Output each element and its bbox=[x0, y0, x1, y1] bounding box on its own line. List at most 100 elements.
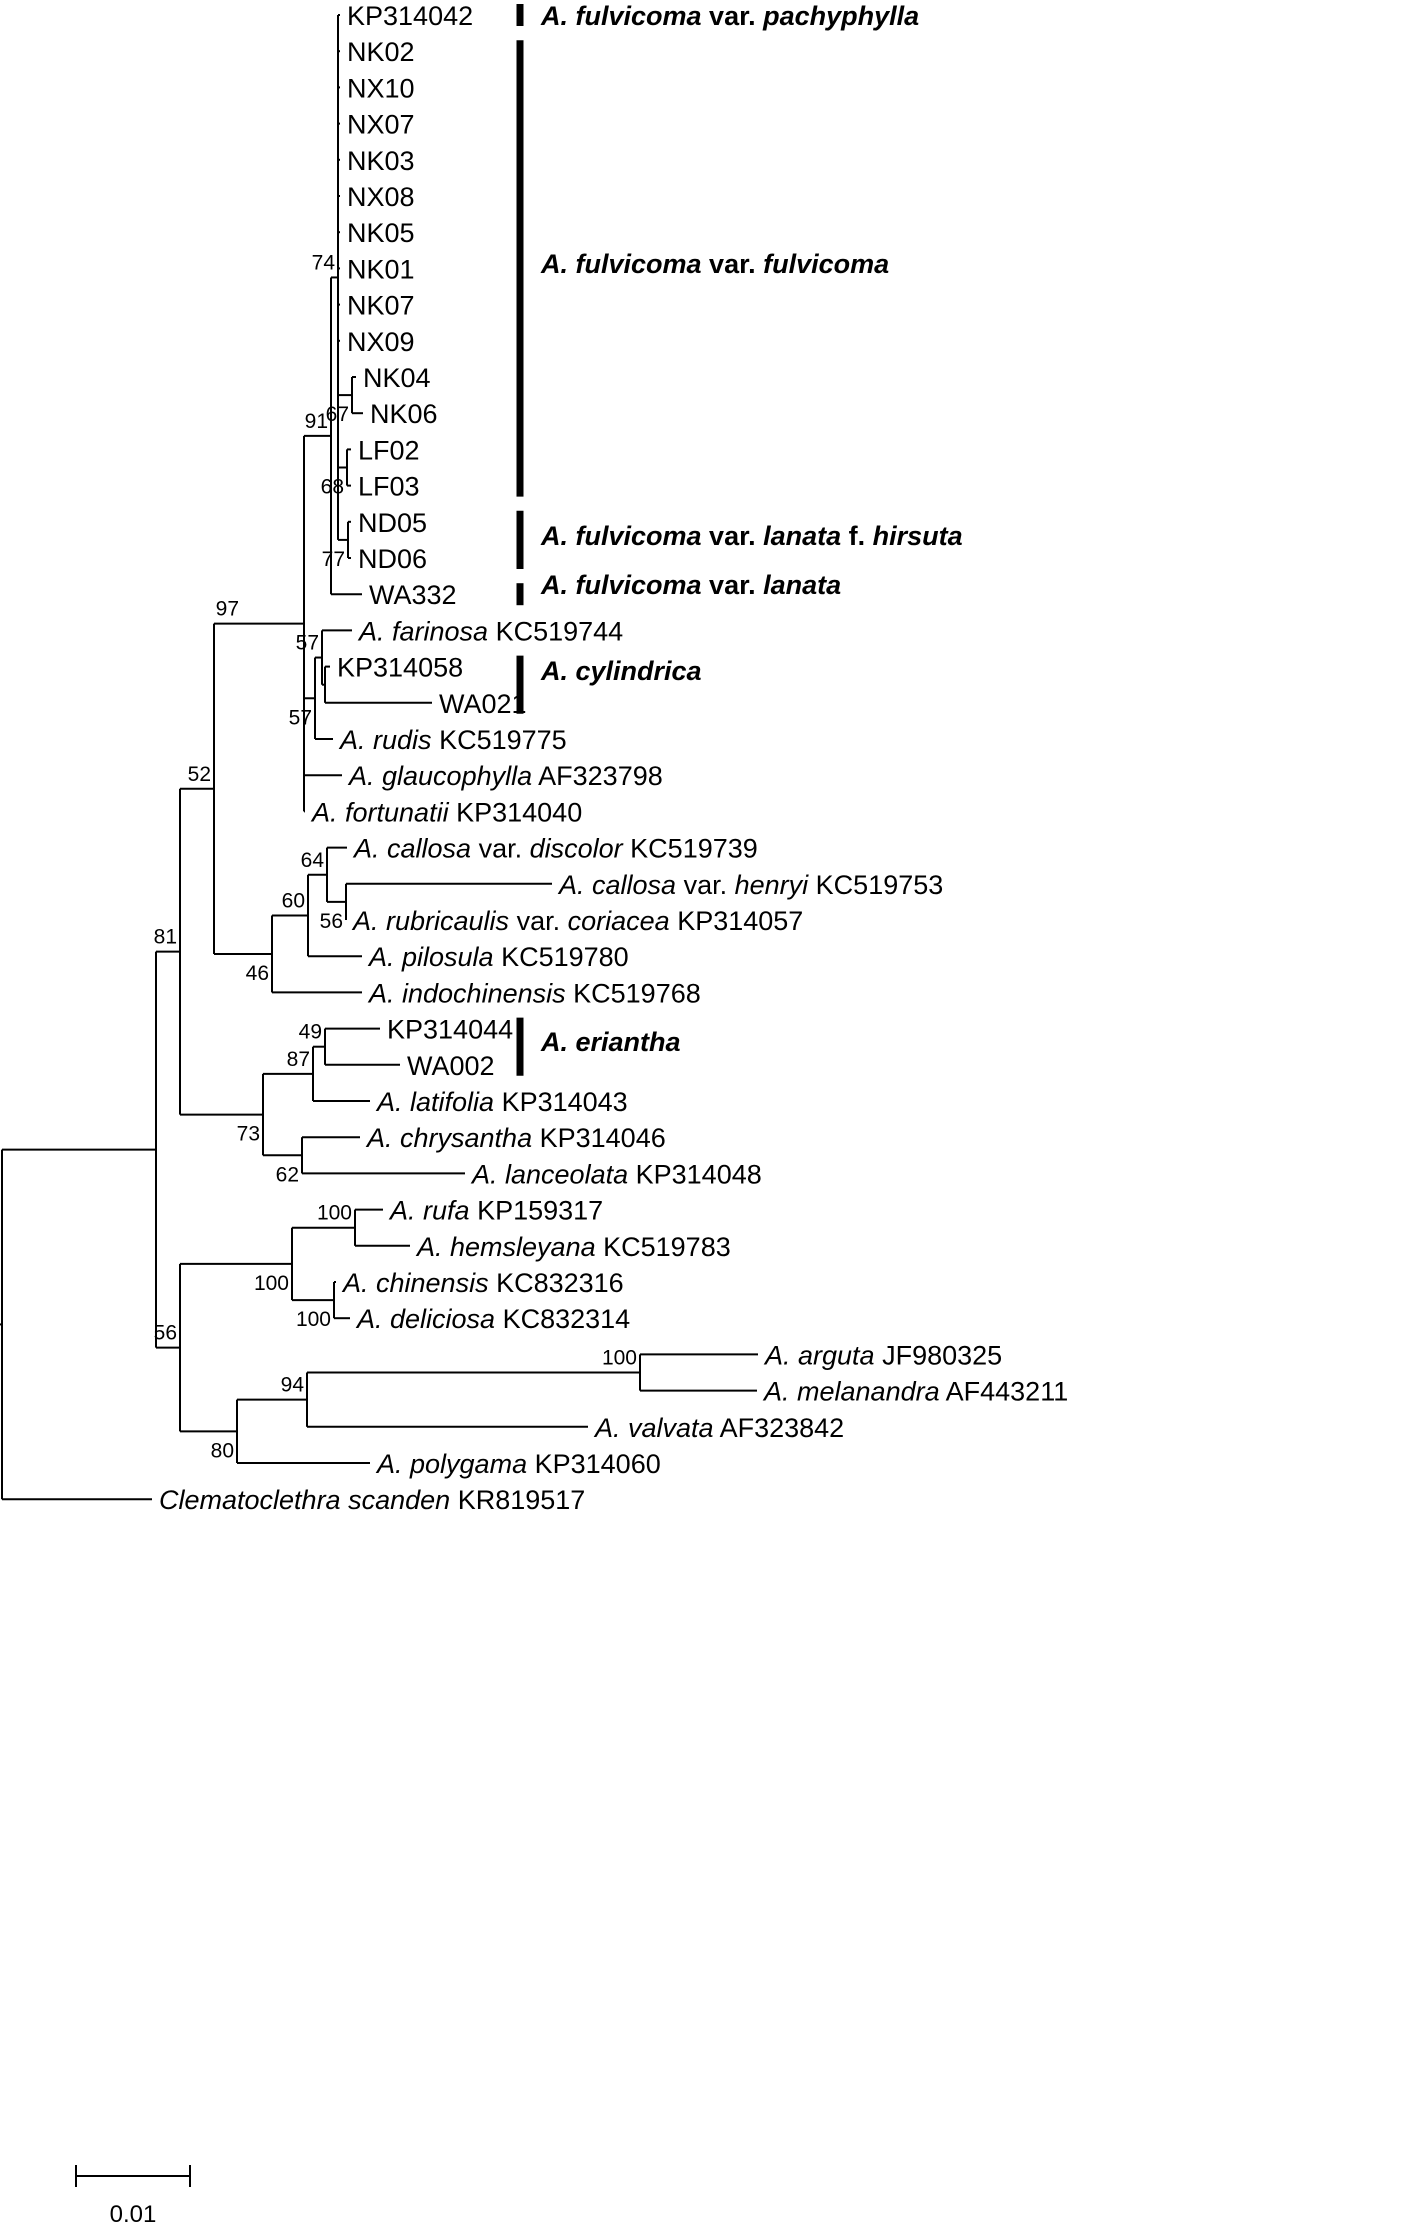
tip-accession: KP314060 bbox=[535, 1449, 661, 1479]
tip-accession: NX09 bbox=[347, 327, 415, 357]
tip-label: A. deliciosa KC832314 bbox=[355, 1304, 630, 1334]
tip-species: A. valvata bbox=[593, 1413, 714, 1443]
tip-accession: AF443211 bbox=[946, 1377, 1069, 1407]
tip-accession: LF03 bbox=[358, 472, 420, 502]
tip-accession: KC519775 bbox=[439, 725, 567, 755]
clade-label: A. fulvicoma var. fulvicoma bbox=[540, 249, 889, 279]
tip-label: A. callosa var. henryi KC519753 bbox=[557, 870, 943, 900]
clade-rank: var. bbox=[702, 521, 764, 551]
tip-label: A. pilosula KC519780 bbox=[367, 942, 629, 972]
clade-species: A. fulvicoma bbox=[540, 249, 702, 279]
tip-accession: KP314044 bbox=[387, 1015, 513, 1045]
tip-accession: NX10 bbox=[347, 73, 415, 103]
tip-accession: NK02 bbox=[347, 37, 415, 67]
tip-species: A. chinensis bbox=[341, 1268, 489, 1298]
bootstrap-value: 97 bbox=[216, 598, 239, 621]
bootstrap-value: 52 bbox=[188, 763, 211, 786]
bootstrap-value: 73 bbox=[237, 1123, 260, 1146]
tip-space bbox=[623, 834, 631, 864]
clade-species: A. fulvicoma bbox=[540, 1, 702, 31]
tip-species: Clematoclethra scanden bbox=[159, 1485, 450, 1515]
tip-label: NK06 bbox=[370, 399, 438, 429]
tip-label: A. fortunatii KP314040 bbox=[310, 797, 582, 827]
tip-label: A. rufa KP159317 bbox=[388, 1196, 603, 1226]
clade-label: A. cylindrica bbox=[540, 656, 702, 686]
clade-rank: var. bbox=[702, 570, 764, 600]
clade-forma: f. bbox=[841, 521, 873, 551]
tip-space bbox=[495, 1304, 503, 1334]
tip-space bbox=[450, 1485, 458, 1515]
bootstrap-value: 64 bbox=[301, 849, 325, 872]
tip-label: A. callosa var. discolor KC519739 bbox=[352, 834, 758, 864]
tip-accession: ND06 bbox=[358, 544, 427, 574]
tip-label: A. indochinensis KC519768 bbox=[367, 978, 701, 1008]
tip-space bbox=[596, 1232, 604, 1262]
tip-labels: KP314042NK02NX10NX07NK03NX08NK05NK01NK07… bbox=[159, 1, 1068, 1515]
tip-accession: KR819517 bbox=[458, 1485, 586, 1515]
tip-space bbox=[488, 616, 496, 646]
scale-bar: 0.01 bbox=[75, 2165, 191, 2228]
bootstrap-value: 81 bbox=[154, 926, 177, 949]
bootstrap-value: 49 bbox=[299, 1021, 322, 1044]
bootstrap-value: 100 bbox=[317, 1202, 352, 1225]
tip-label: NX10 bbox=[347, 73, 415, 103]
tip-epithet: coriacea bbox=[568, 906, 670, 936]
bootstrap-value: 60 bbox=[282, 889, 305, 912]
bootstrap-value: 74 bbox=[312, 251, 336, 274]
tip-label: WA332 bbox=[369, 580, 457, 610]
tip-accession: LF02 bbox=[358, 435, 420, 465]
bootstrap-value: 57 bbox=[289, 706, 312, 729]
clade-species: A. cylindrica bbox=[540, 656, 702, 686]
tip-label: ND05 bbox=[358, 508, 427, 538]
tip-accession: NK05 bbox=[347, 218, 415, 248]
tip-label: A. farinosa KC519744 bbox=[357, 616, 623, 646]
tip-label: Clematoclethra scanden KR819517 bbox=[159, 1485, 585, 1515]
clade-species: A. fulvicoma bbox=[540, 570, 702, 600]
tip-accession: AF323798 bbox=[538, 761, 663, 791]
tip-label: NK02 bbox=[347, 37, 415, 67]
tip-epithet: henryi bbox=[735, 870, 810, 900]
clade-rank: var. bbox=[702, 1, 764, 31]
tip-space bbox=[432, 725, 440, 755]
tip-accession: KP314043 bbox=[502, 1087, 628, 1117]
tip-accession: KC519780 bbox=[501, 942, 629, 972]
tip-label: A. lanceolata KP314048 bbox=[470, 1159, 762, 1189]
tip-accession: KC519753 bbox=[816, 870, 944, 900]
tip-label: WA021 bbox=[439, 689, 527, 719]
tip-space bbox=[470, 1196, 478, 1226]
tip-species: A. deliciosa bbox=[355, 1304, 495, 1334]
tip-accession: ND05 bbox=[358, 508, 427, 538]
tip-label: NK01 bbox=[347, 254, 415, 284]
tip-label: A. rubricaulis var. coriacea KP314057 bbox=[351, 906, 803, 936]
tip-epithet: discolor bbox=[530, 834, 624, 864]
tip-space bbox=[449, 797, 457, 827]
tip-accession: JF980325 bbox=[882, 1340, 1002, 1370]
tip-label: WA002 bbox=[407, 1051, 495, 1081]
tip-species: A. rudis bbox=[338, 725, 432, 755]
bootstrap-value: 94 bbox=[281, 1374, 305, 1397]
tip-label: NK03 bbox=[347, 146, 415, 176]
tip-label: ND06 bbox=[358, 544, 427, 574]
tip-space bbox=[471, 834, 479, 864]
tip-accession: NK06 bbox=[370, 399, 438, 429]
clade-epithet: pachyphylla bbox=[762, 1, 919, 31]
scale-bar-label: 0.01 bbox=[110, 2201, 157, 2228]
tip-species: A. lanceolata bbox=[470, 1159, 628, 1189]
tip-accession: KP314040 bbox=[456, 797, 582, 827]
tip-label: A. chinensis KC832316 bbox=[341, 1268, 624, 1298]
clade-species: A. eriantha bbox=[540, 1027, 681, 1057]
tip-label: KP314058 bbox=[337, 653, 463, 683]
tip-accession: KP314048 bbox=[636, 1159, 762, 1189]
tip-space bbox=[532, 1123, 540, 1153]
bootstrap-value: 56 bbox=[320, 910, 343, 933]
tip-label: KP314044 bbox=[387, 1015, 513, 1045]
tip-label: A. polygama KP314060 bbox=[375, 1449, 661, 1479]
tip-species: A. chrysantha bbox=[365, 1123, 532, 1153]
tip-rank: var. bbox=[517, 906, 568, 936]
tip-label: A. hemsleyana KC519783 bbox=[415, 1232, 731, 1262]
clade-species: A. fulvicoma bbox=[540, 521, 702, 551]
tip-accession: KP314042 bbox=[347, 1, 473, 31]
clade-label: A. fulvicoma var. lanata bbox=[540, 570, 841, 600]
clade-label: A. fulvicoma var. pachyphylla bbox=[540, 1, 919, 31]
